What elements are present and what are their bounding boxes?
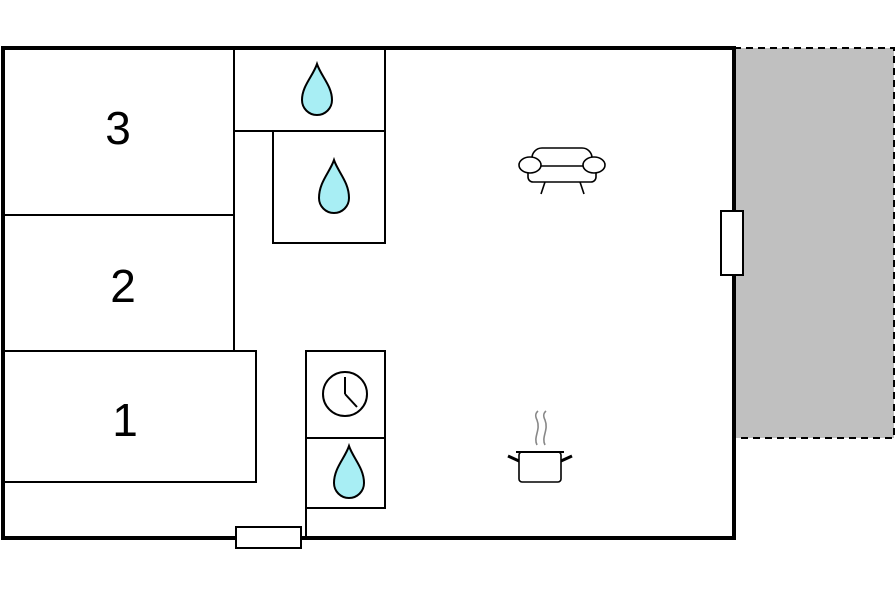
terrace-door bbox=[720, 210, 744, 276]
entrance-door bbox=[235, 526, 302, 549]
room-label-1: 1 bbox=[112, 394, 138, 446]
outer-wall bbox=[1, 46, 736, 540]
cooking-pot-icon bbox=[507, 410, 573, 483]
water-drop-icon bbox=[332, 442, 366, 499]
bedroom-1 bbox=[2, 350, 257, 483]
room-label-2: 2 bbox=[110, 260, 136, 312]
water-drop-icon bbox=[300, 60, 334, 116]
sofa-icon bbox=[518, 147, 606, 195]
bathroom-middle bbox=[272, 130, 386, 244]
water-drop-icon bbox=[317, 156, 351, 214]
room-label-3: 3 bbox=[105, 102, 131, 154]
clock-icon bbox=[322, 371, 368, 417]
bathroom-bottom bbox=[305, 437, 386, 509]
terrace bbox=[733, 47, 895, 439]
